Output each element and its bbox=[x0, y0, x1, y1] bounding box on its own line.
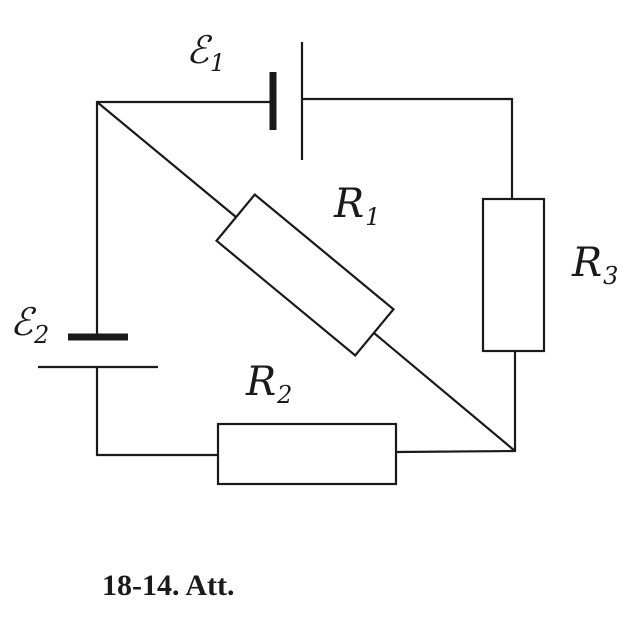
wire-diagonal-lower bbox=[366, 326, 517, 453]
battery-emf1 bbox=[269, 42, 304, 160]
resistor-r3 bbox=[481, 197, 546, 353]
label-emf1: ℰ1 bbox=[186, 28, 225, 77]
wires bbox=[95, 97, 517, 457]
label-r3: R3 bbox=[571, 240, 618, 290]
battery-emf2 bbox=[38, 333, 158, 369]
wire-diagonal-upper bbox=[95, 100, 244, 224]
label-emf2: ℰ2 bbox=[10, 300, 49, 349]
wire-bottom-right bbox=[394, 449, 517, 454]
figure-caption: 18-14. Att. bbox=[102, 569, 234, 602]
resistor-r1 bbox=[214, 192, 396, 358]
label-r1: R1 bbox=[333, 181, 380, 231]
resistor-r2 bbox=[216, 422, 398, 486]
label-r2: R2 bbox=[245, 359, 292, 409]
